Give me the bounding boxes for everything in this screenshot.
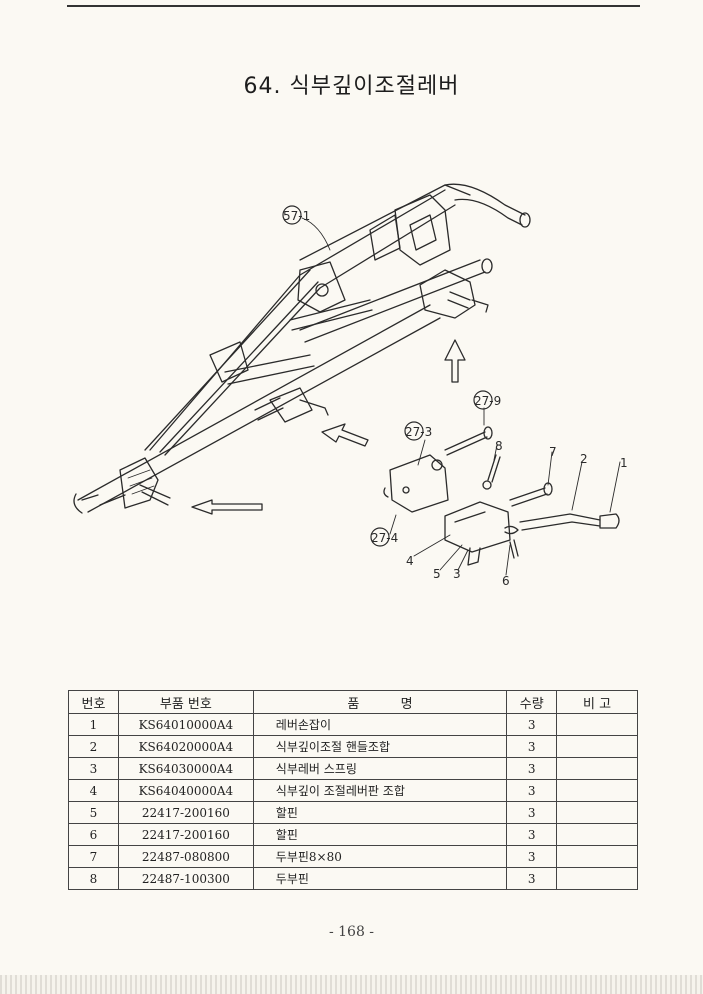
table-row: 7 22487-080800 두부핀8×80 3 — [68, 845, 638, 868]
header-no: 번호 — [68, 690, 119, 714]
cell-name: 식부레버 스프링 — [252, 757, 508, 780]
cell-name: 식부깊이조절 핸들조합 — [252, 735, 508, 758]
cell-name: 할핀 — [252, 823, 508, 846]
table-row: 8 22487-100300 두부핀 3 — [68, 867, 638, 890]
cell-remark — [556, 757, 638, 780]
callout-27-3: 27-3 — [405, 425, 432, 439]
cell-remark — [556, 735, 638, 758]
cell-qty: 3 — [506, 757, 558, 780]
cell-name: 할핀 — [252, 801, 508, 824]
callout-2: 2 — [580, 452, 588, 466]
cell-remark — [556, 801, 638, 824]
cell-qty: 3 — [506, 713, 558, 736]
callout-27-4: 27-4 — [371, 531, 398, 545]
cell-name: 레버손잡이 — [252, 713, 508, 736]
cell-qty: 3 — [506, 867, 558, 890]
callout-circles — [282, 205, 493, 547]
page-number: - 168 - — [328, 924, 375, 940]
table-header-row: 번호 부품 번호 품 명 수량 비 고 — [68, 690, 638, 714]
cell-part-no: 22417-200160 — [117, 801, 254, 824]
cell-part-no: 22417-200160 — [117, 823, 254, 846]
cell-no: 5 — [68, 801, 119, 824]
parts-table: 번호 부품 번호 품 명 수량 비 고 1 KS64010000A4 레버손잡이… — [68, 690, 638, 890]
leader-lines — [301, 217, 621, 576]
cell-part-no: KS64030000A4 — [117, 757, 254, 780]
cell-remark — [556, 713, 638, 736]
header-name: 품 명 — [252, 690, 508, 714]
cell-no: 3 — [68, 757, 119, 780]
cell-qty: 3 — [506, 801, 558, 824]
callout-7: 7 — [549, 445, 557, 459]
frame-assembly — [73, 183, 531, 514]
header-qty: 수량 — [506, 690, 558, 714]
callout-8: 8 — [495, 439, 503, 453]
cell-name: 두부핀 — [252, 867, 508, 890]
cell-qty: 3 — [506, 735, 558, 758]
cell-name: 식부깊이 조절레버판 조합 — [252, 779, 508, 802]
table-row: 5 22417-200160 할핀 3 — [68, 801, 638, 824]
header-part-no: 부품 번호 — [117, 690, 254, 714]
cell-no: 1 — [68, 713, 119, 736]
cell-part-no: 22487-080800 — [117, 845, 254, 868]
callout-6: 6 — [502, 574, 510, 588]
page-title: 64. 식부깊이조절레버 — [243, 74, 460, 99]
cell-part-no: KS64040000A4 — [117, 779, 254, 802]
cell-qty: 3 — [506, 823, 558, 846]
cell-name: 두부핀8×80 — [252, 845, 508, 868]
callout-5: 5 — [433, 567, 441, 581]
callout-57-1: 57-1 — [283, 209, 310, 223]
direction-arrows — [191, 339, 466, 515]
header-remark: 비 고 — [556, 690, 638, 714]
table-row: 3 KS64030000A4 식부레버 스프링 3 — [68, 757, 638, 780]
cell-part-no: 22487-100300 — [117, 867, 254, 890]
callout-27-9: 27-9 — [474, 394, 501, 408]
cell-part-no: KS64020000A4 — [117, 735, 254, 758]
cell-remark — [556, 867, 638, 890]
parts-diagram: 57-1 27-9 27-3 27-4 1 2 7 8 4 5 3 6 — [73, 183, 628, 588]
table-row: 4 KS64040000A4 식부깊이 조절레버판 조합 3 — [68, 779, 638, 802]
cell-remark — [556, 845, 638, 868]
cell-remark — [556, 779, 638, 802]
callout-3: 3 — [453, 567, 461, 581]
cell-no: 6 — [68, 823, 119, 846]
scan-edge — [0, 975, 703, 994]
cell-part-no: KS64010000A4 — [117, 713, 254, 736]
exploded-parts — [383, 426, 620, 566]
top-rule — [67, 5, 640, 7]
cell-no: 8 — [68, 867, 119, 890]
cell-no: 4 — [68, 779, 119, 802]
callout-4: 4 — [406, 554, 414, 568]
table-row: 1 KS64010000A4 레버손잡이 3 — [68, 713, 638, 736]
cell-remark — [556, 823, 638, 846]
table-row: 6 22417-200160 할핀 3 — [68, 823, 638, 846]
cell-no: 2 — [68, 735, 119, 758]
cell-no: 7 — [68, 845, 119, 868]
callout-1: 1 — [620, 456, 628, 470]
table-row: 2 KS64020000A4 식부깊이조절 핸들조합 3 — [68, 735, 638, 758]
cell-qty: 3 — [506, 779, 558, 802]
cell-qty: 3 — [506, 845, 558, 868]
